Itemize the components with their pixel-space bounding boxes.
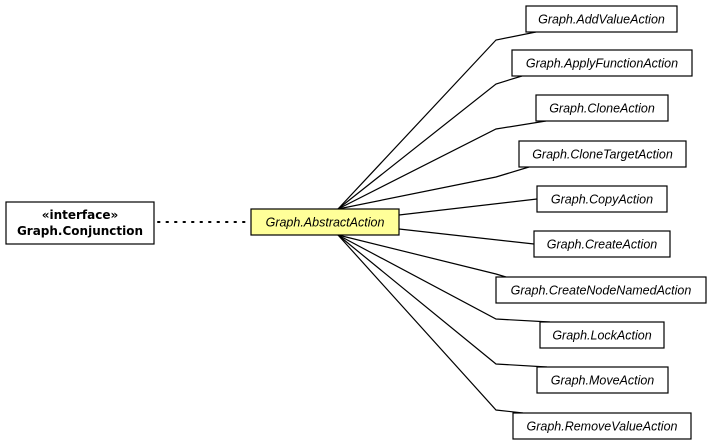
class-label-clone-target-action: Graph.CloneTargetAction xyxy=(532,148,673,162)
class-box-lock-action xyxy=(539,321,665,349)
abstract-action-label: Graph.AbstractAction xyxy=(266,216,385,230)
class-box-remove-value-action xyxy=(512,412,692,440)
edge-lock-action xyxy=(337,234,551,323)
class-label-lock-action: Graph.LockAction xyxy=(552,329,651,343)
edge-clone-target-action xyxy=(337,166,530,210)
class-node-apply-function-action[interactable]: Graph.ApplyFunctionAction xyxy=(511,49,693,77)
class-box-copy-action xyxy=(536,185,668,213)
class-box-clone-target-action xyxy=(518,140,687,168)
class-label-clone-action: Graph.CloneAction xyxy=(549,102,655,116)
edge-create-action xyxy=(398,228,535,245)
class-box-create-node-named-action xyxy=(495,276,707,304)
class-label-remove-value-action: Graph.RemoveValueAction xyxy=(526,420,677,434)
class-label-apply-function-action: Graph.ApplyFunctionAction xyxy=(526,57,678,71)
class-label-create-node-named-action: Graph.CreateNodeNamedAction xyxy=(511,284,692,298)
class-box-create-action xyxy=(533,230,671,258)
class-node-copy-action[interactable]: Graph.CopyAction xyxy=(536,185,668,213)
abstract-action-box xyxy=(250,208,400,236)
edge-move-action xyxy=(337,234,548,368)
edge-create-node-named-action xyxy=(337,234,507,278)
edge-apply-function-action xyxy=(337,75,523,210)
interface-node-box xyxy=(5,201,155,245)
interface-node-conjunction[interactable]: «interface» Graph.Conjunction xyxy=(5,201,155,245)
edge-remove-value-action xyxy=(337,234,524,414)
class-node-clone-target-action[interactable]: Graph.CloneTargetAction xyxy=(518,140,687,168)
interface-name: Graph.Conjunction xyxy=(17,224,143,238)
class-node-remove-value-action[interactable]: Graph.RemoveValueAction xyxy=(512,412,692,440)
subclass-nodes: Graph.AddValueActionGraph.ApplyFunctionA… xyxy=(495,5,707,440)
inheritance-edges xyxy=(337,31,551,414)
class-node-add-value-action[interactable]: Graph.AddValueAction xyxy=(525,5,678,33)
class-label-create-action: Graph.CreateAction xyxy=(547,238,658,252)
class-node-move-action[interactable]: Graph.MoveAction xyxy=(536,366,669,394)
class-label-add-value-action: Graph.AddValueAction xyxy=(538,13,665,27)
class-box-apply-function-action xyxy=(511,49,693,77)
interface-stereotype: «interface» xyxy=(42,208,119,222)
class-label-move-action: Graph.MoveAction xyxy=(551,374,655,388)
class-node-abstract-action[interactable]: Graph.AbstractAction xyxy=(250,208,400,236)
edge-add-value-action xyxy=(337,31,537,210)
class-box-add-value-action xyxy=(525,5,678,33)
class-label-copy-action: Graph.CopyAction xyxy=(551,193,653,207)
class-node-create-node-named-action[interactable]: Graph.CreateNodeNamedAction xyxy=(495,276,707,304)
class-node-lock-action[interactable]: Graph.LockAction xyxy=(539,321,665,349)
edge-clone-action xyxy=(337,120,547,210)
class-box-clone-action xyxy=(535,94,669,122)
class-box-move-action xyxy=(536,366,669,394)
edge-copy-action xyxy=(398,198,538,216)
class-node-create-action[interactable]: Graph.CreateAction xyxy=(533,230,671,258)
class-node-clone-action[interactable]: Graph.CloneAction xyxy=(535,94,669,122)
